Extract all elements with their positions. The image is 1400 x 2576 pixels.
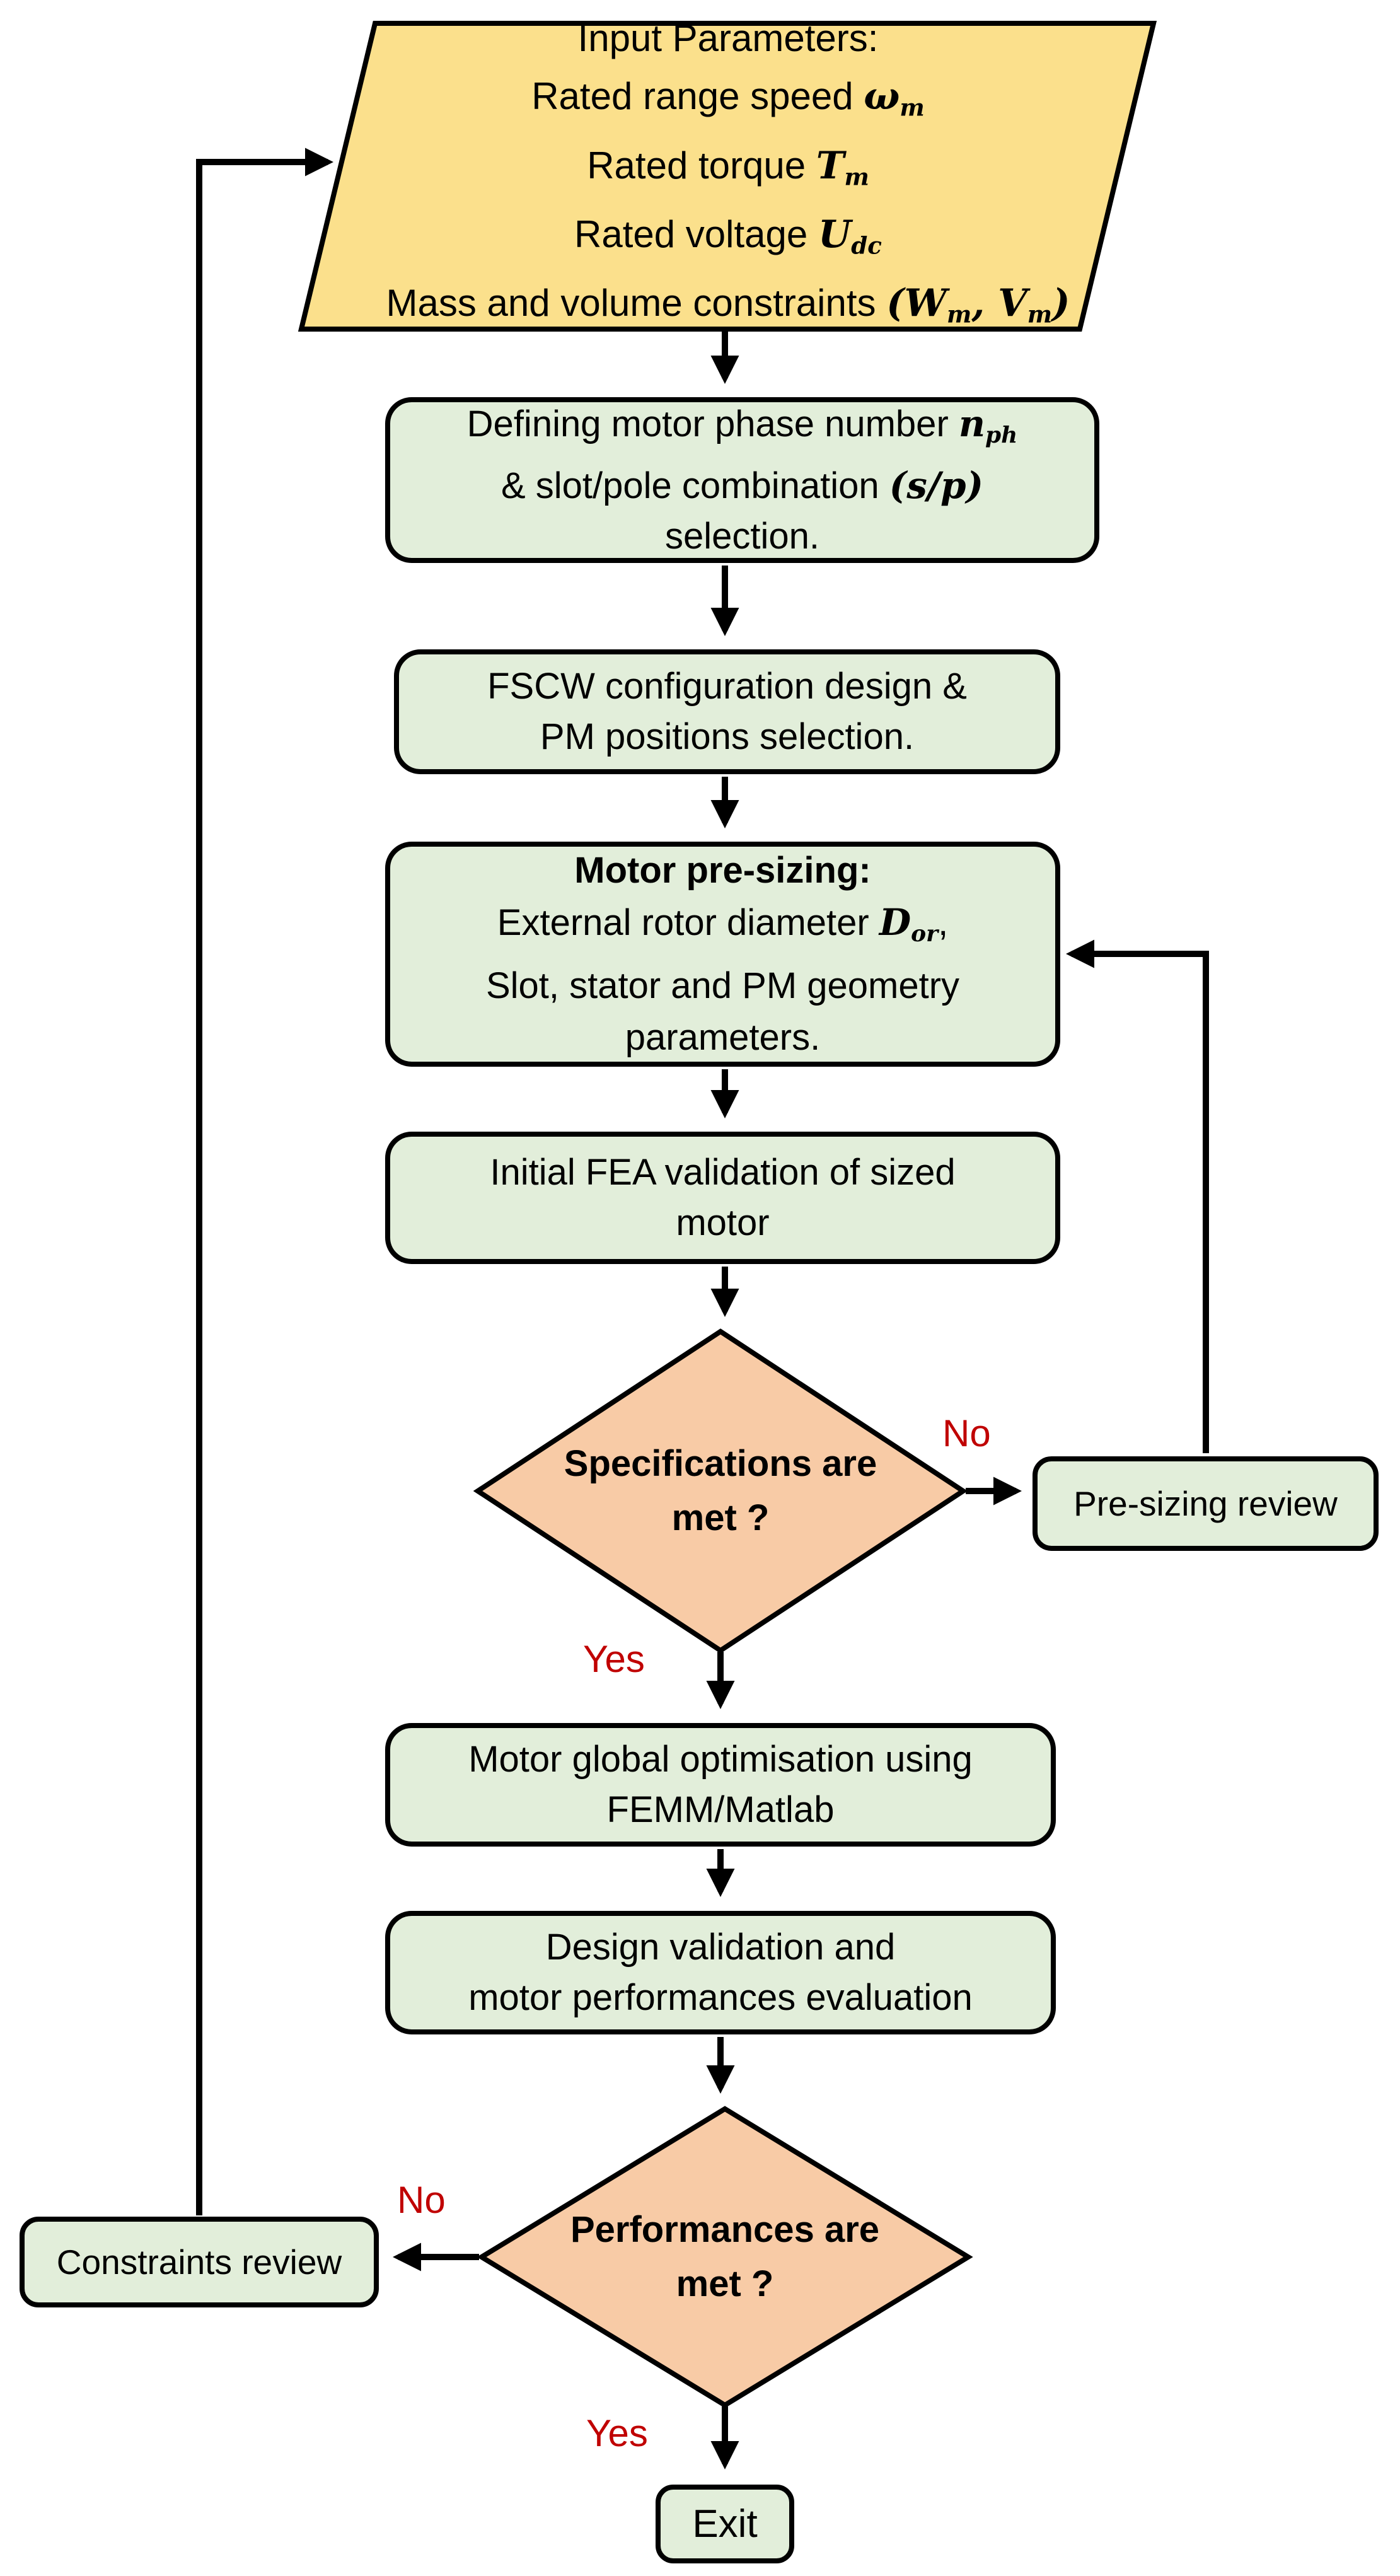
phase-line-2: & slot/pole combination (s/p)	[500, 464, 984, 508]
motor-presizing-node: Motor pre-sizing: External rotor diamete…	[385, 842, 1060, 1067]
presizing-review-node: Pre-sizing review	[1033, 1456, 1379, 1551]
phase-line-1: Defining motor phase number nph	[466, 402, 1018, 449]
decision2-line-1: Performances are	[570, 2209, 880, 2250]
fea-line-1: Initial FEA validation of sized	[490, 1152, 956, 1193]
constraints-review-label: Constraints review	[56, 2242, 342, 2282]
math-var: ω	[864, 74, 900, 119]
input-line-2: Rated range speed ωm	[531, 74, 925, 122]
validation-line-2: motor performances evaluation	[468, 1977, 973, 2018]
input-parallelogram	[298, 21, 1157, 332]
fea-line-2: motor	[676, 1202, 770, 1243]
math-var: )	[1052, 281, 1070, 326]
decision1-line-2: met ?	[671, 1497, 770, 1538]
exit-label: Exit	[692, 2502, 758, 2546]
math-sub: dc	[851, 231, 882, 260]
decision1-line-1: Specifications are	[564, 1443, 877, 1484]
decision1-diamond	[473, 1328, 968, 1654]
presizing-line-4: parameters.	[625, 1016, 821, 1058]
input-line-5: Mass and volume constraints (Wm, Vm)	[386, 281, 1070, 328]
math-sub: m	[900, 93, 925, 122]
validation-line-1: Design validation and	[545, 1927, 896, 1968]
math-var: n	[958, 402, 986, 445]
constraints-review-node: Constraints review	[20, 2217, 379, 2307]
math-var: , V	[971, 281, 1027, 326]
optimisation-line-1: Motor global optimisation using	[468, 1739, 973, 1780]
presizing-line-3: Slot, stator and PM geometry	[485, 965, 960, 1006]
math-var: D	[879, 901, 911, 944]
decision1-yes-label: Yes	[583, 1638, 645, 1680]
decision2-diamond	[477, 2106, 973, 2408]
fscw-configuration-node: FSCW configuration design & PM positions…	[394, 649, 1060, 774]
presizing-review-label: Pre-sizing review	[1073, 1484, 1338, 1523]
math-var: T	[816, 143, 845, 188]
math-sub: m	[844, 163, 869, 190]
fscw-line-2: PM positions selection.	[540, 716, 915, 757]
loop-review1-to-presizing	[1066, 939, 1209, 1453]
decision2-yes-label: Yes	[586, 2412, 648, 2454]
presizing-title: Motor pre-sizing:	[574, 850, 871, 891]
decision2-no-label: No	[397, 2179, 446, 2221]
math-var: (W	[886, 281, 947, 326]
fscw-line-1: FSCW configuration design &	[487, 666, 967, 707]
math-var: U	[818, 212, 852, 257]
decision1-specifications-node: Specifications are met ?	[531, 1396, 910, 1586]
math-var: (s/p)	[889, 464, 984, 508]
math-sub: ph	[985, 422, 1018, 449]
decision2-performances-node: Performances are met ?	[536, 2162, 914, 2352]
loop-review2-to-input	[196, 148, 333, 2215]
input-line-1: Input Parameters:	[577, 17, 879, 60]
global-optimisation-node: Motor global optimisation using FEMM/Mat…	[385, 1723, 1056, 1847]
decision2-line-2: met ?	[676, 2263, 774, 2304]
decision1-no-label: No	[942, 1412, 991, 1454]
math-sub: m	[947, 300, 972, 328]
fea-validation-node: Initial FEA validation of sized motor	[385, 1132, 1060, 1264]
input-line-3: Rated torque Tm	[587, 143, 869, 190]
math-sub: m	[1027, 300, 1053, 328]
exit-node: Exit	[656, 2485, 794, 2563]
phase-line-3: selection.	[664, 516, 820, 557]
input-parameters-node: Input Parameters: Rated range speed ωm R…	[328, 17, 1128, 328]
phase-number-node: Defining motor phase number nph & slot/p…	[385, 397, 1099, 563]
optimisation-line-2: FEMM/Matlab	[606, 1789, 835, 1830]
design-validation-node: Design validation and motor performances…	[385, 1911, 1056, 2034]
presizing-line-2: External rotor diameter Dor,	[497, 901, 949, 948]
math-sub: or	[911, 920, 939, 948]
input-line-4: Rated voltage Udc	[574, 212, 882, 260]
